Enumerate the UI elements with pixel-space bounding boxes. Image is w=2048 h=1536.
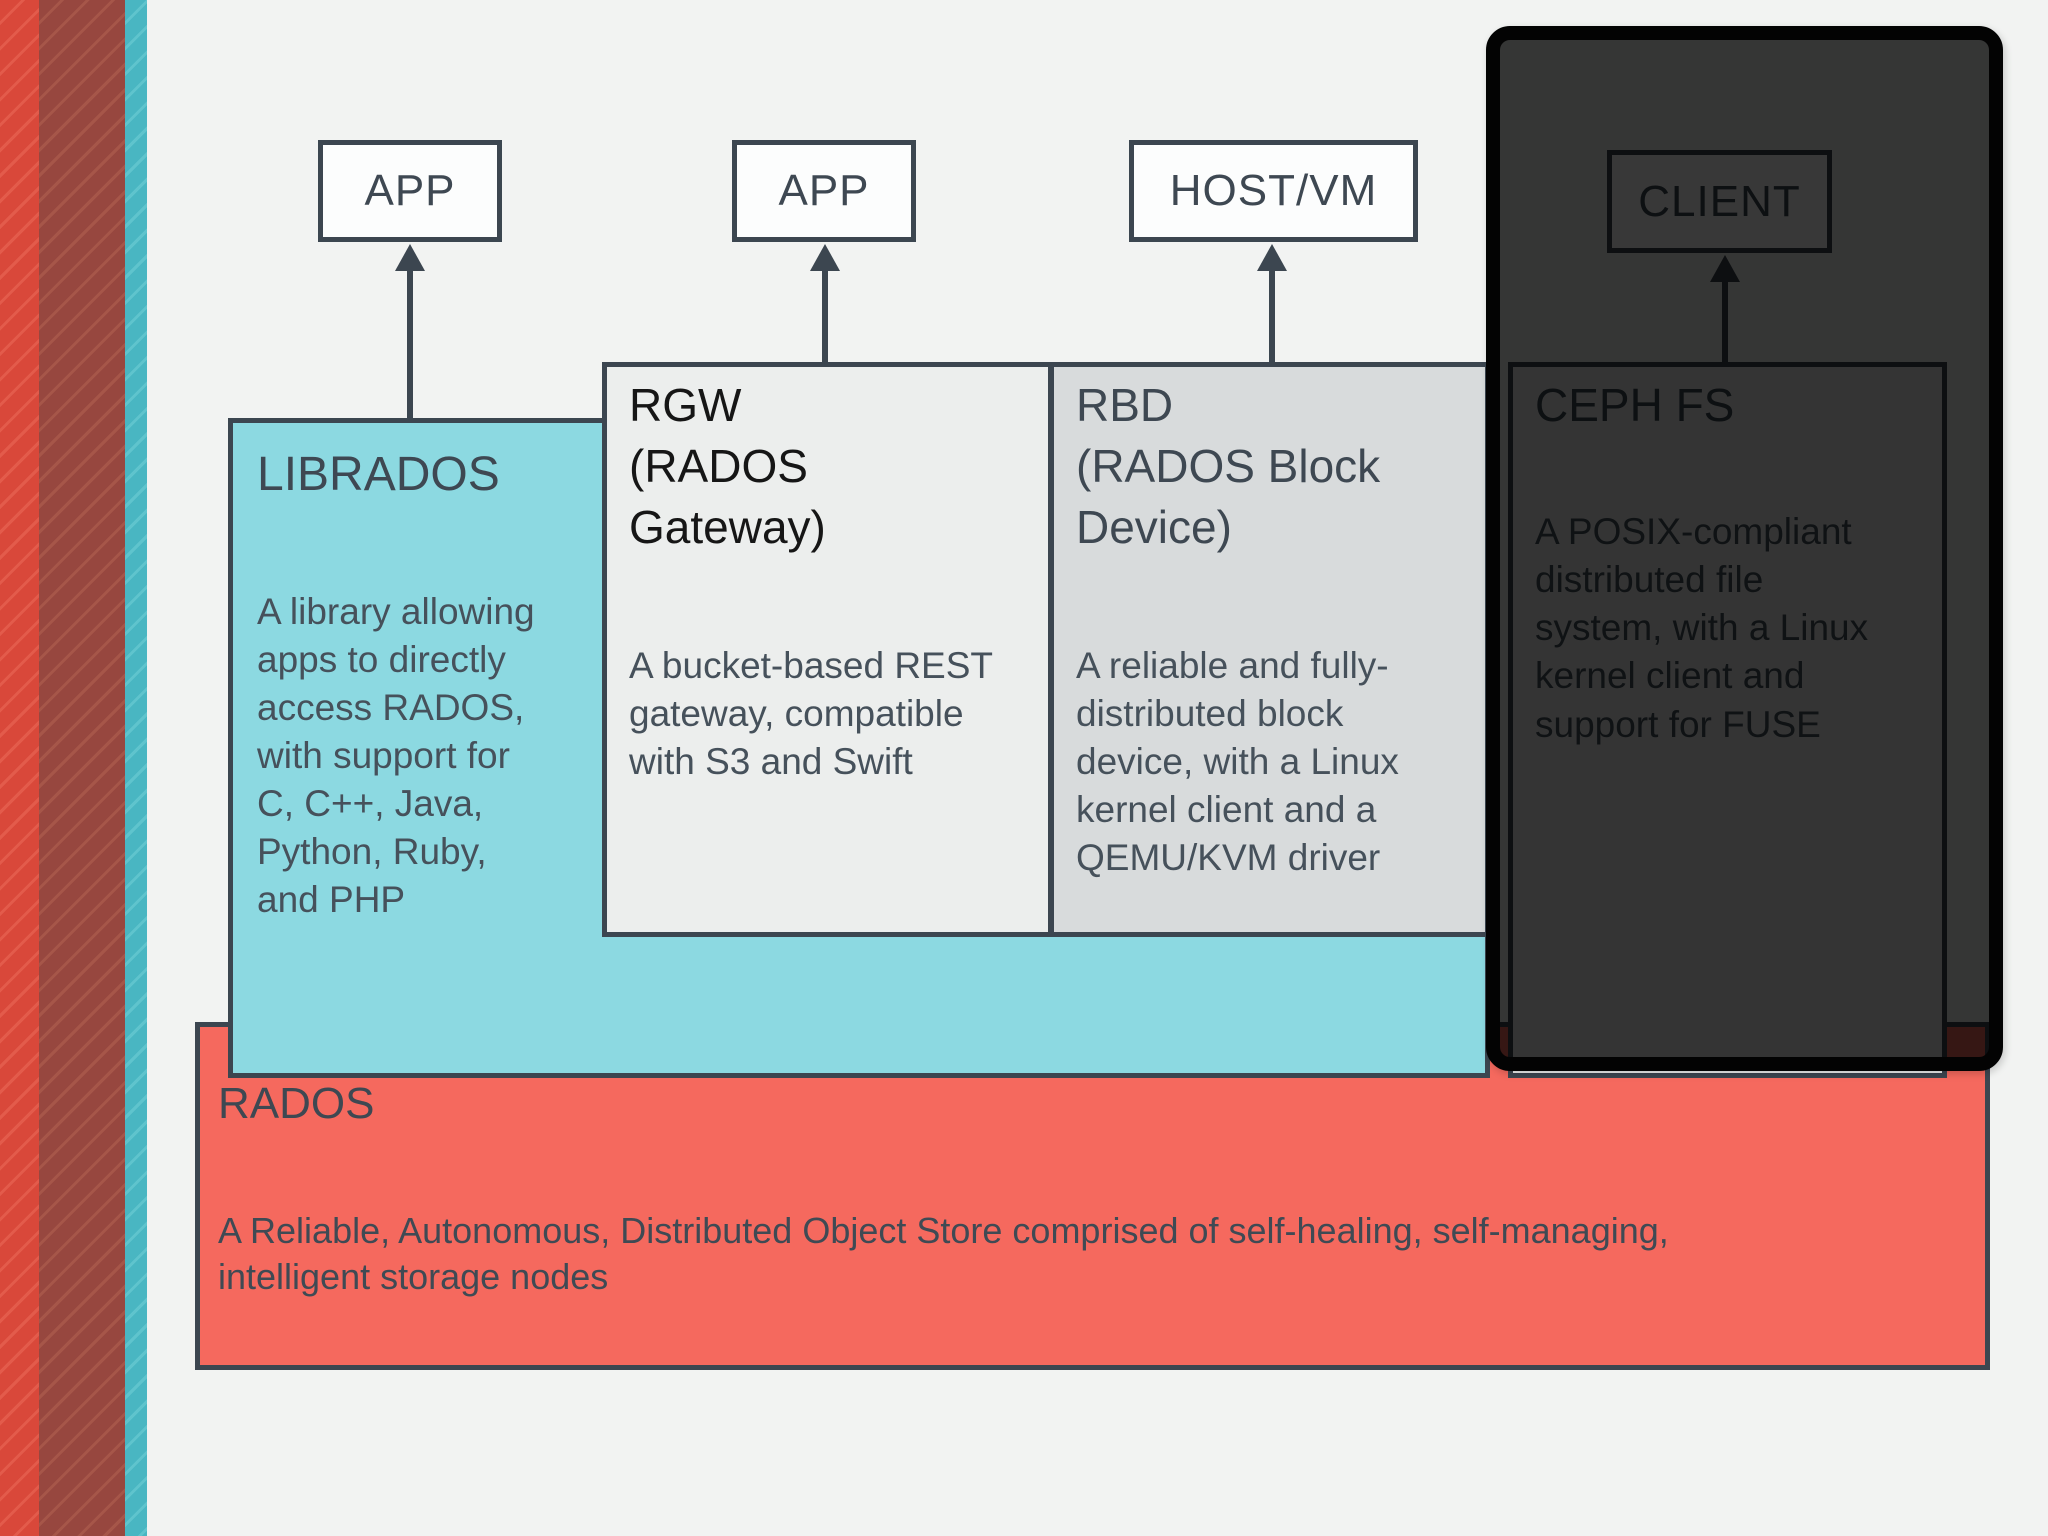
app-box-1: APP	[318, 140, 502, 242]
app-box-2-label: APP	[778, 166, 870, 215]
left-stripe-maroon	[39, 0, 125, 1536]
host-vm-box: HOST/VM	[1129, 140, 1418, 242]
rados-layer-box: RADOS A Reliable, Autonomous, Distribute…	[195, 1022, 1990, 1370]
rgw-column-box: RGW (RADOS Gateway) A bucket-based REST …	[602, 362, 1053, 937]
rgw-title: RGW (RADOS Gateway)	[629, 379, 826, 554]
rbd-column-box: RBD (RADOS Block Device) A reliable and …	[1049, 362, 1490, 937]
rados-description: A Reliable, Autonomous, Distributed Obje…	[218, 1209, 1669, 1298]
cephfs-spotlight-overlay	[1486, 26, 2003, 1071]
left-stripe-red	[0, 0, 39, 1536]
arrow-rgw-to-app-line	[822, 266, 828, 362]
rados-title: RADOS	[218, 1079, 375, 1128]
rbd-title: RBD (RADOS Block Device)	[1076, 379, 1381, 554]
arrow-librados-to-app-line	[407, 266, 413, 418]
rbd-description: A reliable and fully- distributed block …	[1076, 644, 1399, 878]
librados-title: LIBRADOS	[257, 448, 500, 501]
app-box-2: APP	[732, 140, 916, 242]
rgw-description: A bucket-based REST gateway, compatible …	[629, 644, 994, 782]
left-stripe-teal	[125, 0, 147, 1536]
librados-description: A library allowing apps to directly acce…	[257, 590, 535, 921]
arrow-rbd-to-hostvm-line	[1269, 266, 1275, 362]
app-box-1-label: APP	[364, 166, 456, 215]
host-vm-label: HOST/VM	[1169, 166, 1378, 215]
